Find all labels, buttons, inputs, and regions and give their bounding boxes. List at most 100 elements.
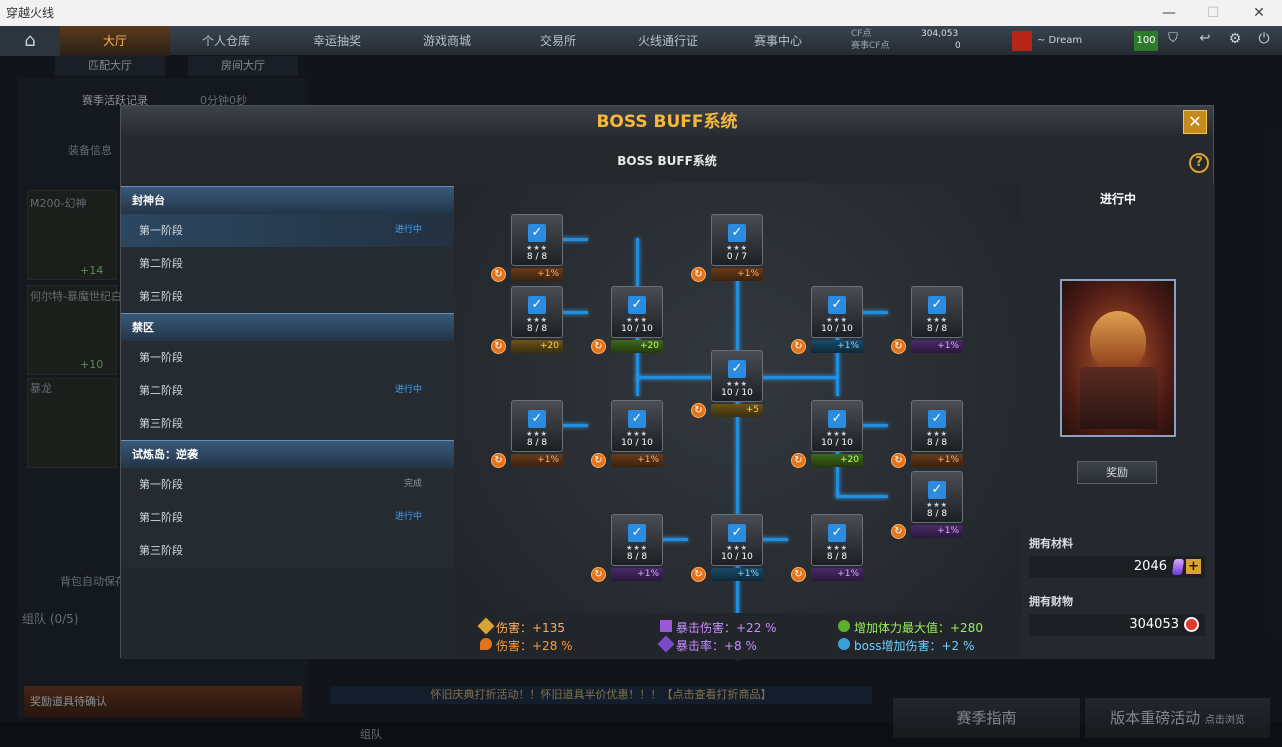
node-progress: 10 / 10 [821, 438, 853, 448]
stat-boss-damage: boss增加伤害：+2 % [854, 639, 975, 653]
tab-lobby[interactable]: 大厅 [60, 26, 170, 56]
buff-node[interactable]: ✓★★★10 / 10 [611, 286, 663, 338]
buff-node[interactable]: ✓★★★8 / 8 [611, 514, 663, 566]
stage-label: 第三阶段 [139, 544, 183, 557]
weapon-slot[interactable] [27, 378, 117, 468]
home-icon[interactable]: ⌂ [0, 26, 60, 56]
buff-node[interactable]: ✓★★★8 / 8 [811, 514, 863, 566]
buff-node[interactable]: ✓★★★8 / 8 [511, 400, 563, 452]
tab-events[interactable]: 赛事中心 [753, 34, 802, 48]
tab-lottery[interactable]: 幸运抽奖 [312, 34, 361, 48]
buff-node[interactable]: ✓★★★8 / 8 [911, 400, 963, 452]
buff-node[interactable]: ✓★★★10 / 10 [611, 400, 663, 452]
stage-item[interactable]: 第二阶段进行中 [121, 374, 454, 407]
category-header[interactable]: 禁区 [121, 313, 454, 341]
reset-icon[interactable]: ↻ [691, 567, 706, 582]
reset-icon[interactable]: ↻ [491, 267, 506, 282]
category-header[interactable]: 封神台 [121, 186, 454, 214]
coin-icon [1184, 617, 1199, 632]
check-icon: ✓ [628, 296, 646, 314]
stage-item[interactable]: 第三阶段 [121, 280, 454, 313]
reset-icon[interactable]: ↻ [791, 339, 806, 354]
category-header[interactable]: 试炼岛：逆袭 [121, 440, 454, 468]
reset-icon[interactable]: ↻ [691, 403, 706, 418]
buff-node[interactable]: ✓★★★8 / 8 [511, 286, 563, 338]
reset-icon[interactable]: ↻ [591, 339, 606, 354]
minimize-button[interactable]: — [1162, 5, 1176, 21]
tree-connector [836, 495, 888, 498]
crit-rate-icon [657, 635, 675, 653]
reset-icon[interactable]: ↻ [591, 453, 606, 468]
tab-match-lobby[interactable]: 匹配大厅 [55, 56, 165, 76]
tree-connector [636, 238, 639, 288]
reset-icon[interactable]: ↻ [491, 339, 506, 354]
stage-item[interactable]: 第一阶段 [121, 341, 454, 374]
materials-box: 2046 + [1029, 556, 1205, 578]
reset-icon[interactable]: ↻ [891, 524, 906, 539]
shield-icon[interactable]: ⛉ [1168, 31, 1178, 46]
buff-node[interactable]: ✓★★★10 / 10 [811, 286, 863, 338]
weapon-bonus-2: +10 [80, 358, 104, 371]
reset-icon[interactable]: ↻ [591, 567, 606, 582]
buff-node[interactable]: ✓★★★8 / 8 [911, 286, 963, 338]
tree-connector [636, 311, 639, 396]
boss-portrait [1090, 311, 1146, 371]
buff-node[interactable]: ✓★★★10 / 10 [711, 514, 763, 566]
weapon-name-2: 何尔特-暴魔世纪白 [30, 290, 122, 303]
buff-node[interactable]: ✓★★★0 / 7 [711, 214, 763, 266]
boss-panel: 进行中 奖励 拥有材料 2046 + 拥有财物 304053 [1021, 183, 1215, 659]
reward-button[interactable]: 奖励 [1077, 461, 1157, 484]
reset-icon[interactable]: ↻ [891, 453, 906, 468]
reset-icon[interactable]: ↻ [791, 567, 806, 582]
reset-icon[interactable]: ↻ [691, 267, 706, 282]
add-materials-button[interactable]: + [1186, 559, 1201, 574]
stat-damage: 伤害：+135 [496, 621, 565, 635]
tab-room-lobby[interactable]: 房间大厅 [188, 56, 298, 76]
help-icon[interactable]: ? [1189, 153, 1209, 173]
stage-status: 进行中 [394, 512, 422, 522]
materials-label: 拥有材料 [1029, 537, 1073, 550]
maximize-button[interactable]: ☐ [1206, 5, 1220, 21]
star-rating: ★★★ [826, 316, 848, 324]
close-window-button[interactable]: ✕ [1253, 5, 1265, 21]
buff-node[interactable]: ✓★★★10 / 10 [711, 350, 763, 402]
check-icon: ✓ [528, 224, 546, 242]
buff-node[interactable]: ✓★★★10 / 10 [811, 400, 863, 452]
buff-node[interactable]: ✓★★★8 / 8 [911, 471, 963, 523]
buff-node[interactable]: ✓★★★8 / 8 [511, 214, 563, 266]
stage-item[interactable]: 第一阶段进行中 [121, 214, 454, 247]
weapon-slot[interactable] [27, 285, 117, 375]
node-progress: 10 / 10 [621, 324, 653, 334]
season-guide-button[interactable]: 赛季指南 [893, 698, 1080, 738]
tab-shop[interactable]: 游戏商城 [422, 34, 471, 48]
close-button[interactable]: ✕ [1183, 110, 1207, 134]
check-icon: ✓ [828, 410, 846, 428]
power-icon[interactable]: ⏻ [1258, 31, 1270, 47]
stage-item[interactable]: 第二阶段 [121, 247, 454, 280]
check-icon: ✓ [828, 524, 846, 542]
stage-item[interactable]: 第二阶段进行中 [121, 501, 454, 534]
star-rating: ★★★ [926, 430, 948, 438]
node-bonus: +1% [511, 454, 563, 467]
weapon-bonus-1: +14 [80, 264, 104, 277]
gem-icon [1171, 559, 1185, 575]
tab-exchange[interactable]: 交易所 [539, 34, 576, 48]
reward-confirm[interactable]: 奖励道具待确认 [24, 686, 302, 718]
weapon-slot[interactable] [27, 190, 117, 280]
ticker[interactable]: 怀旧庆典打折活动！！怀旧道具半价优惠！！！【点击查看打折商品】 [330, 686, 872, 704]
stage-item[interactable]: 第三阶段 [121, 534, 454, 567]
modal-title: BOSS BUFF系统 [121, 106, 1213, 139]
gear-icon[interactable]: ⚙ [1228, 31, 1242, 47]
team-tab[interactable]: 组队 [360, 728, 382, 741]
reset-icon[interactable]: ↻ [491, 453, 506, 468]
stage-label: 第三阶段 [139, 417, 183, 430]
reset-icon[interactable]: ↻ [891, 339, 906, 354]
tab-warehouse[interactable]: 个人仓库 [201, 34, 250, 48]
window-title: 穿越火线 [0, 0, 1282, 26]
version-event-button[interactable]: 版本重磅活动 点击浏览 [1085, 698, 1270, 738]
return-icon[interactable]: ↩ [1199, 31, 1211, 46]
stage-item[interactable]: 第三阶段 [121, 407, 454, 440]
stage-item[interactable]: 第一阶段完成 [121, 468, 454, 501]
tab-battlepass[interactable]: 火线通行证 [637, 34, 698, 48]
reset-icon[interactable]: ↻ [791, 453, 806, 468]
